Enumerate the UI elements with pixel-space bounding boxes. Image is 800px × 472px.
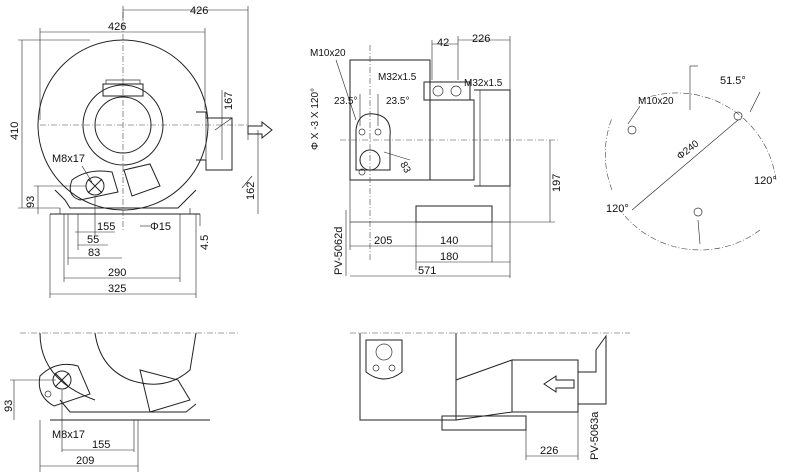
inlet-boss	[102, 83, 144, 97]
label-m32-a: M32x1.5	[378, 72, 417, 83]
dim-426-body: 426	[108, 21, 126, 33]
dim-93-bl: 93	[3, 400, 15, 412]
motor-end	[474, 89, 511, 187]
flange-face-br	[365, 339, 403, 380]
label-m8x17: M8x17	[52, 153, 85, 165]
dim-83: 83	[88, 247, 100, 259]
dim-426-top: 426	[190, 5, 208, 17]
label-m8x17-bl: M8x17	[52, 429, 85, 441]
side-window	[123, 163, 161, 197]
label-120-right: 120°	[754, 175, 777, 187]
side-view: M10x20 42 226 M32x1.5 M32x1.5 Φ X -3 X 1…	[310, 33, 563, 278]
dim-209-bl: 209	[76, 455, 94, 467]
label-120-left: 120°	[606, 203, 629, 215]
cross-mark-icon-bl	[54, 372, 70, 388]
label-phi240: Φ240	[675, 138, 702, 162]
motor-br	[511, 359, 579, 413]
label-m32-b: M32x1.5	[464, 78, 503, 89]
outlet-tube	[196, 111, 233, 171]
dim-4-5: 4.5	[199, 235, 211, 250]
cross-mark-icon	[87, 178, 103, 194]
dim-83-side: 83	[397, 160, 412, 176]
foot-bracket	[69, 170, 119, 201]
dim-205: 205	[374, 235, 392, 247]
inlet-arrow-icon	[543, 375, 575, 393]
housing-br	[359, 333, 457, 421]
dim-325: 325	[108, 283, 126, 295]
label-ang-left: 23.5°	[334, 96, 357, 107]
dim-93: 93	[25, 196, 37, 208]
model-label-top: PV-5062d	[333, 227, 345, 275]
flange-view: M10x20 51.5° 120° 120° Φ240	[605, 65, 777, 251]
dim-140: 140	[440, 235, 458, 247]
terminal-box	[423, 81, 471, 101]
label-pcd: Φ X -3 X 120°	[310, 88, 321, 150]
flange-hole-3	[693, 207, 703, 217]
label-51-5: 51.5°	[720, 75, 746, 87]
dim-226-br: 226	[540, 445, 558, 457]
dim-571: 571	[418, 265, 436, 277]
base-plate	[54, 189, 197, 209]
dim-162: 162	[245, 182, 257, 200]
flange-hole-2	[733, 111, 743, 121]
feet-br	[441, 415, 527, 431]
front-view: 426 426 410 167 162 M8x17 93 155 55	[9, 5, 273, 298]
dim-290: 290	[108, 267, 126, 279]
dim-180: 180	[440, 251, 458, 263]
dim-55: 55	[87, 234, 99, 246]
foot-bracket-bl	[38, 363, 91, 407]
label-ang-right: 23.5°	[386, 96, 409, 107]
flange-hole-1	[627, 125, 637, 135]
dim-42: 42	[437, 37, 449, 49]
dim-phi15: Φ15	[150, 221, 171, 233]
model-label-bottom: PV-5063a	[589, 411, 601, 460]
bottom-right-view: 226 PV-5063a	[350, 332, 630, 460]
dim-197: 197	[551, 174, 563, 192]
bottom-left-view: M8x17 93 155 209	[3, 332, 240, 472]
base-plate-bl	[50, 399, 210, 421]
dim-155-bl: 155	[92, 439, 110, 451]
label-m10x20-flange: M10x20	[638, 96, 674, 107]
label-m10x20: M10x20	[310, 48, 346, 59]
housing-arc-bl	[39, 332, 96, 401]
flange-face	[355, 113, 391, 171]
dim-226-top: 226	[472, 33, 490, 45]
dim-155: 155	[97, 221, 115, 233]
dim-167: 167	[223, 92, 235, 110]
motor-feet	[415, 205, 493, 223]
dim-410: 410	[9, 122, 21, 140]
outlet-arrow-icon	[247, 120, 273, 140]
